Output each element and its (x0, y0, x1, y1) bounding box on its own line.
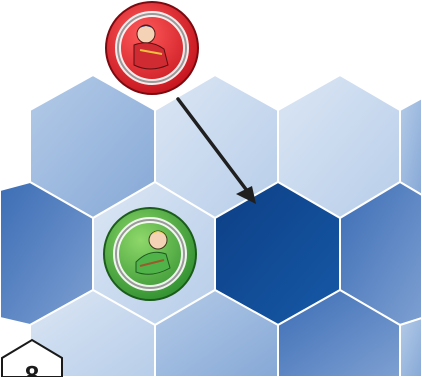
hex-bottom-far-right[interactable] (400, 318, 422, 377)
hex-top-far-right[interactable] (400, 98, 422, 195)
green-hero-token[interactable] (104, 208, 196, 300)
hex-grid (0, 75, 422, 377)
red-hero-token[interactable] (106, 2, 198, 94)
tile-number-label: 8 (25, 360, 39, 377)
